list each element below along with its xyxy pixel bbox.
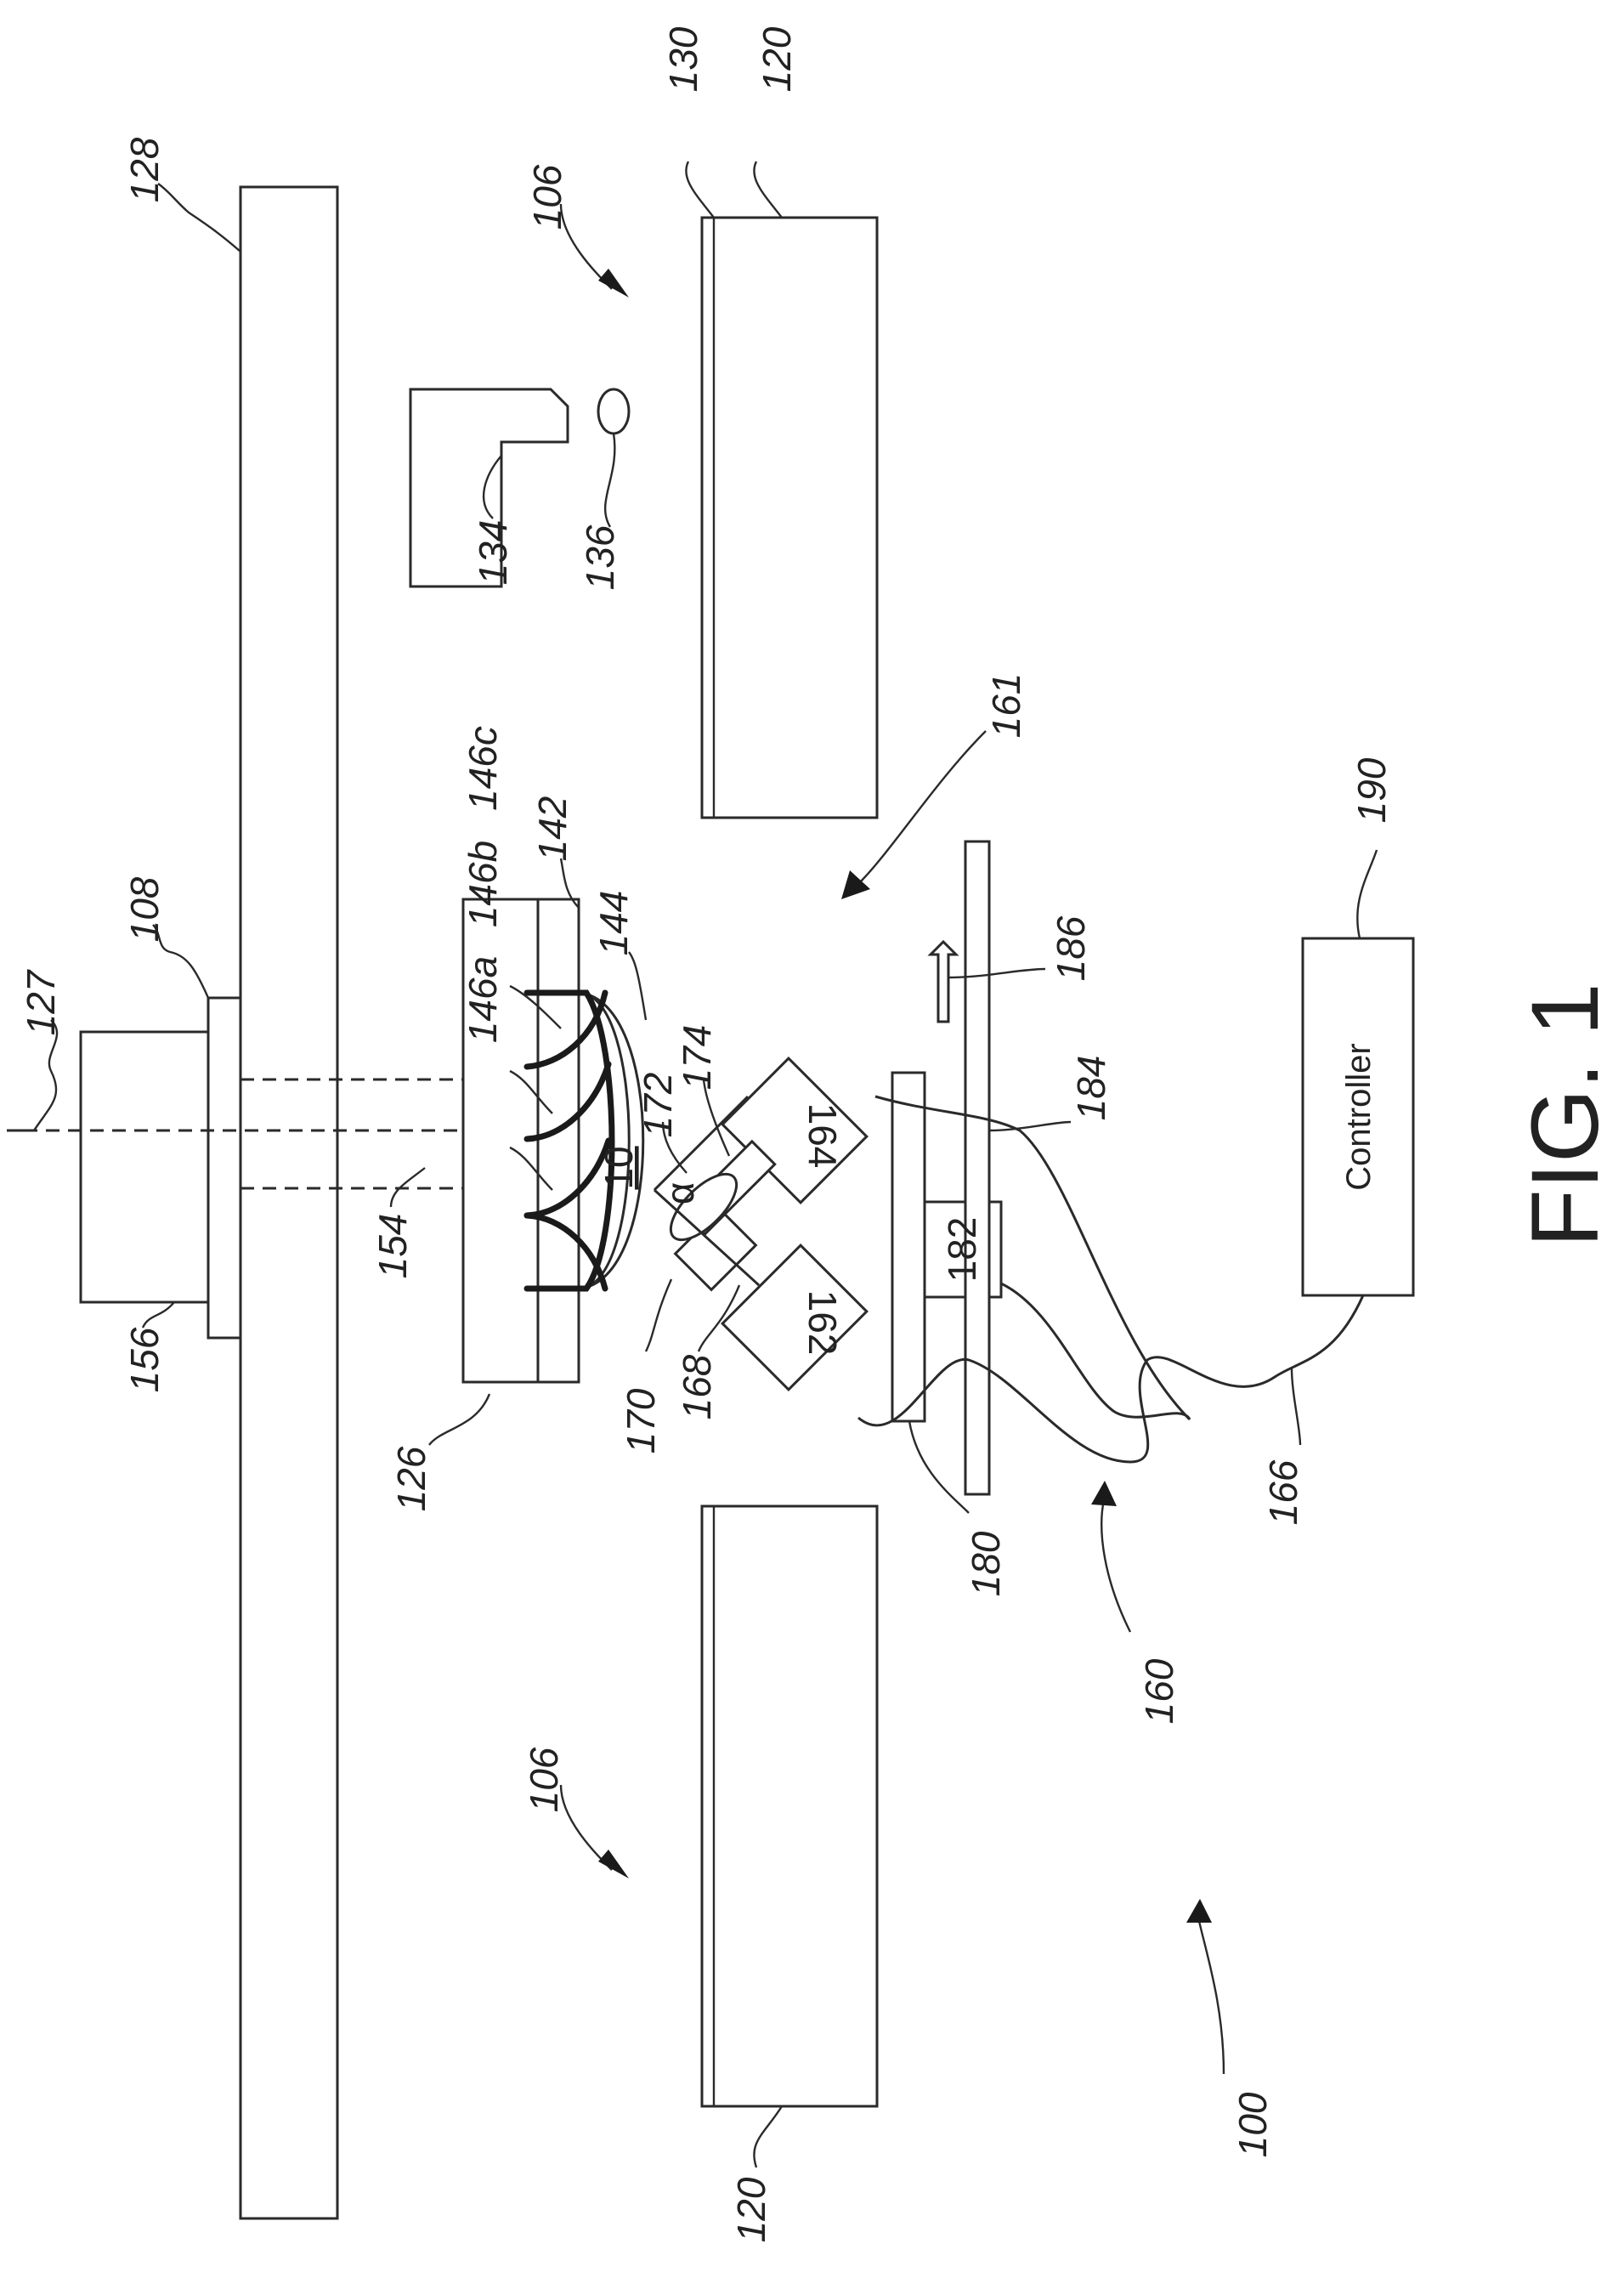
leader-166 — [1292, 1368, 1300, 1445]
arrow-160 — [1101, 1496, 1130, 1632]
leader-190 — [1357, 850, 1377, 938]
flange — [208, 998, 240, 1338]
leader-180 — [909, 1421, 969, 1513]
label-186: 186 — [1049, 915, 1093, 981]
leader-120-top — [754, 161, 782, 218]
leader-156 — [143, 1302, 174, 1328]
leader-127 — [34, 1020, 57, 1130]
retaining-ring-bottom — [538, 1289, 579, 1382]
label-184: 184 — [1069, 1056, 1113, 1121]
label-146a: 146a — [461, 956, 505, 1043]
pad-bottom — [702, 1506, 877, 2106]
label-180: 180 — [964, 1531, 1008, 1596]
figure-title: FIG. 1 — [1512, 983, 1618, 1247]
label-128: 128 — [122, 137, 167, 202]
platen — [240, 187, 337, 2218]
label-161: 161 — [984, 673, 1028, 739]
label-146c: 146c — [461, 726, 505, 811]
leader-186 — [948, 969, 1045, 977]
pad-top — [702, 218, 877, 818]
retaining-ring-top — [538, 899, 579, 993]
leader-130 — [686, 161, 714, 218]
arrow-160-head — [1091, 1481, 1117, 1506]
label-190: 190 — [1350, 757, 1394, 823]
label-106-bottom: 106 — [522, 1747, 566, 1812]
label-172: 172 — [636, 1073, 680, 1138]
label-130: 130 — [661, 26, 705, 92]
label-144: 144 — [591, 891, 636, 956]
label-142: 142 — [530, 796, 574, 862]
membrane-outline — [527, 993, 612, 1289]
arrow-100 — [1198, 1918, 1224, 2074]
label-106-top: 106 — [525, 164, 569, 229]
arrow-100-head — [1186, 1899, 1212, 1923]
leader-136 — [605, 433, 614, 527]
label-108: 108 — [122, 876, 167, 942]
label-174: 174 — [675, 1025, 719, 1091]
controller-label: Controller — [1340, 1043, 1378, 1190]
label-164: 164 — [801, 1103, 845, 1169]
label-170: 170 — [619, 1388, 663, 1453]
label-100: 100 — [1231, 2092, 1275, 2157]
label-160: 160 — [1137, 1658, 1181, 1724]
label-10: 10 — [597, 1146, 641, 1189]
cable-182 — [1001, 1283, 1190, 1419]
label-166: 166 — [1261, 1459, 1305, 1525]
label-168: 168 — [675, 1354, 719, 1419]
motor — [81, 1032, 208, 1302]
label-126: 126 — [389, 1446, 433, 1511]
label-156: 156 — [122, 1327, 167, 1392]
nozzle — [598, 389, 629, 433]
label-alpha: α — [658, 1182, 702, 1205]
label-154: 154 — [371, 1214, 415, 1279]
arrow-106-bottom-head — [598, 1850, 629, 1878]
arrow-106-top-head — [598, 269, 629, 297]
rail — [965, 841, 989, 1494]
leader-128 — [158, 184, 240, 252]
label-162: 162 — [801, 1290, 845, 1356]
support-plate — [892, 1073, 925, 1421]
leader-144 — [629, 952, 646, 1020]
leader-170 — [646, 1279, 671, 1351]
leader-120-bottom — [754, 2106, 782, 2167]
leader-126 — [429, 1394, 489, 1445]
label-127: 127 — [19, 969, 63, 1035]
label-136: 136 — [578, 524, 622, 590]
label-146b: 146b — [461, 841, 505, 927]
label-120-top: 120 — [755, 26, 799, 92]
label-134: 134 — [471, 520, 515, 586]
label-182: 182 — [940, 1217, 984, 1283]
label-120-bottom: 120 — [729, 2177, 773, 2242]
cable-main — [858, 1295, 1363, 1462]
motion-arrow — [931, 942, 956, 1022]
